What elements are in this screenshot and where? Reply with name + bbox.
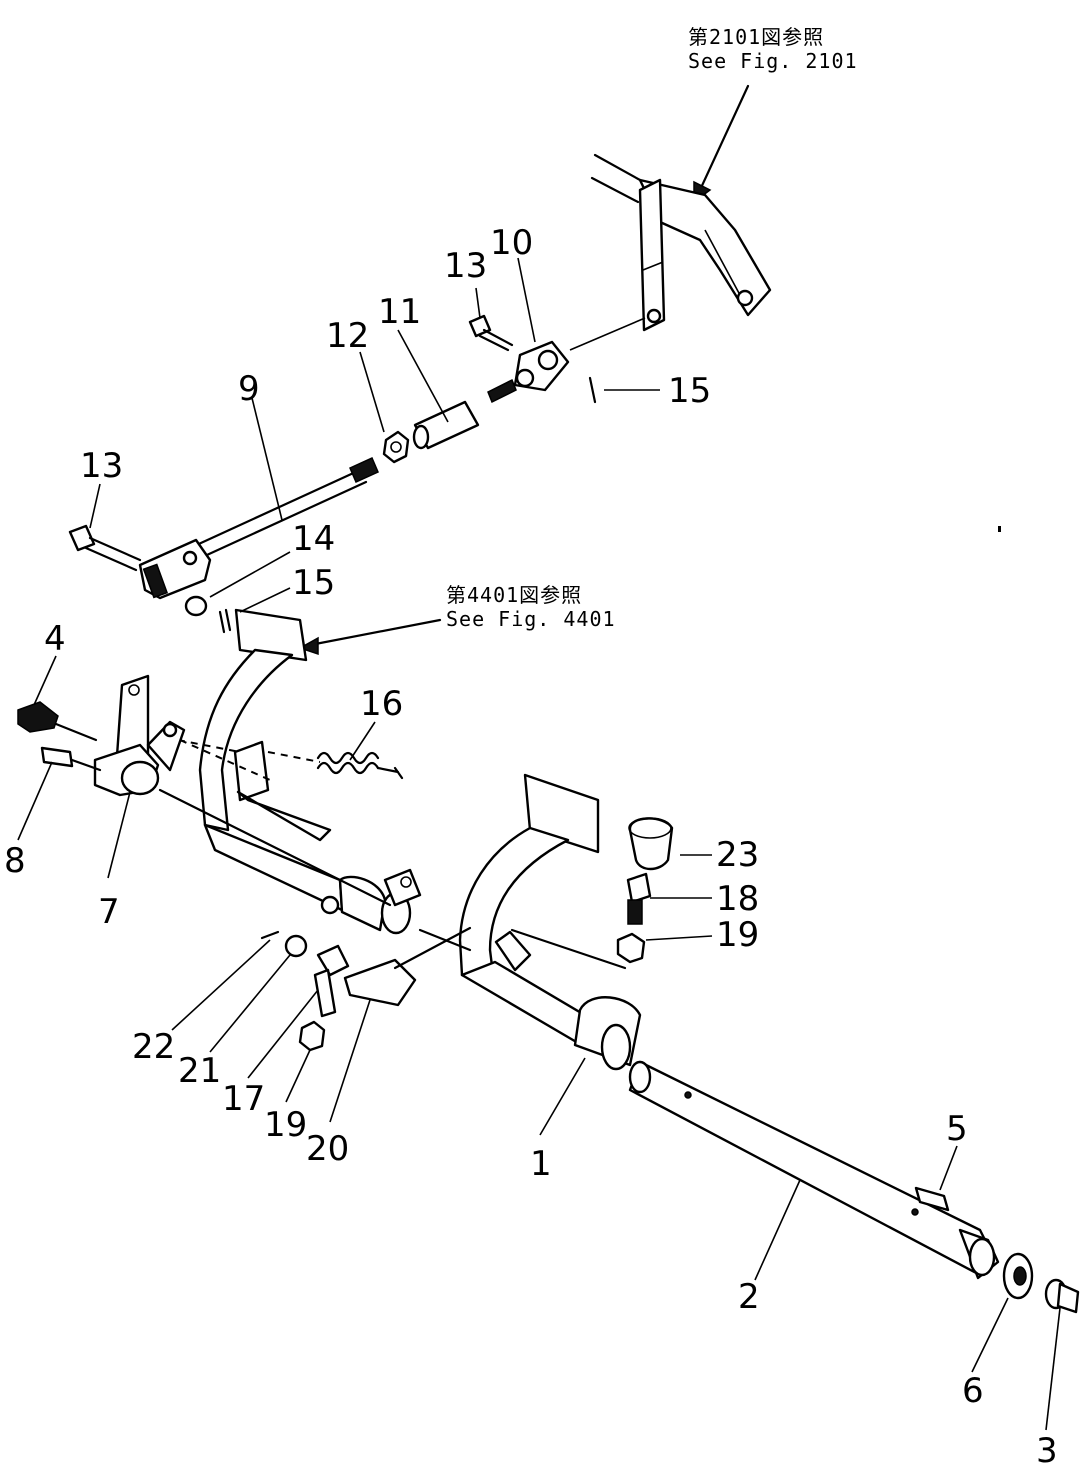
ref-4401-en: See Fig. 4401 [446, 607, 616, 631]
washer-21 [284, 934, 308, 958]
callout-8: 8 [4, 841, 26, 881]
pin-22 [260, 930, 280, 940]
speck-mark [998, 526, 1001, 532]
bolt-18 [626, 872, 652, 925]
ref-4401-arrow [298, 618, 442, 656]
bolt-4 [17, 701, 98, 742]
arm-20 [343, 926, 472, 1007]
cotter-pin-15-upper [588, 376, 597, 404]
callout-13-lower: 13 [80, 446, 123, 486]
upper-lever-assembly [590, 153, 772, 332]
washer-14 [184, 595, 208, 617]
callout-12: 12 [326, 316, 369, 356]
washer-6 [1002, 1252, 1034, 1300]
bolt-17 [313, 944, 350, 1018]
ref-2101-jp: 第2101図参照 [688, 25, 824, 49]
callout-20: 20 [306, 1129, 349, 1169]
turnbuckle-11 [412, 400, 480, 450]
ref-2101-arrow [693, 84, 750, 204]
callout-15-upper: 15 [668, 371, 711, 411]
nut-19-lower [298, 1020, 326, 1052]
brake-pedal-right [458, 773, 642, 1071]
pedal-clevis [320, 868, 422, 915]
brake-pedal-left [198, 608, 412, 935]
pin-13-lower [68, 524, 142, 572]
spring-guide-line [177, 739, 241, 753]
yoke-10 [487, 340, 570, 404]
callout-9: 9 [238, 369, 260, 409]
lever-7 [93, 674, 186, 797]
callout-17: 17 [222, 1079, 265, 1119]
pedal-bracket [233, 740, 332, 842]
ref-4401-jp: 第4401図参照 [446, 583, 582, 607]
spring-16 [316, 751, 404, 780]
shaft-line-mid [418, 928, 472, 952]
callout-19-upper: 19 [716, 915, 759, 955]
callout-14: 14 [292, 519, 335, 559]
callout-16: 16 [360, 684, 403, 724]
callout-18: 18 [716, 879, 759, 919]
clevis-9 [138, 538, 212, 600]
pin-13-upper [468, 314, 514, 352]
pedal-bracket-right [494, 928, 627, 972]
bolt-3 [1044, 1278, 1080, 1314]
nut-12 [382, 430, 410, 464]
guide-line [179, 739, 271, 781]
callout-7: 7 [98, 892, 120, 932]
callout-13-upper: 13 [444, 246, 487, 286]
callout-numbers: 1 2 3 4 5 6 7 8 9 10 11 12 13 13 14 15 1… [4, 223, 1058, 1471]
callout-19-lower: 19 [264, 1105, 307, 1145]
nut-19-upper [616, 932, 646, 964]
key-5 [914, 1186, 950, 1212]
callout-23: 23 [716, 835, 759, 875]
callout-4: 4 [44, 619, 66, 659]
callout-1: 1 [530, 1144, 552, 1184]
rod-9 [188, 457, 379, 562]
linkage-line [569, 317, 646, 351]
shaft-line-upper [158, 788, 392, 907]
callout-15-lower: 15 [292, 563, 335, 603]
spring-guide-line-2 [267, 751, 321, 763]
knob-23 [628, 817, 674, 871]
callout-5: 5 [946, 1109, 968, 1149]
pin-8 [40, 746, 102, 772]
callout-22: 22 [132, 1027, 175, 1067]
callout-11: 11 [378, 292, 421, 332]
callout-2: 2 [738, 1277, 760, 1317]
shaft-2 [628, 1060, 1000, 1280]
leader-lines [17, 257, 1061, 1431]
callout-21: 21 [178, 1051, 221, 1091]
callout-10: 10 [490, 223, 533, 263]
callout-6: 6 [962, 1371, 984, 1411]
callout-3: 3 [1036, 1431, 1058, 1471]
ref-2101-en: See Fig. 2101 [688, 49, 858, 73]
cotter-pin-15-lower [218, 608, 232, 634]
